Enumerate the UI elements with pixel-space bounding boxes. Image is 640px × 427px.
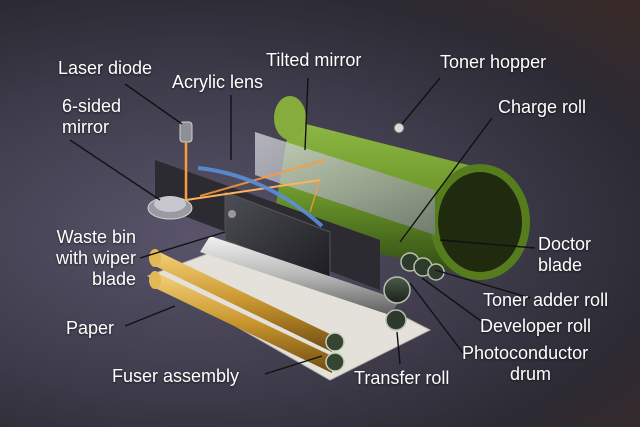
label-photoconductor-line2: drum — [462, 364, 588, 385]
label-six-sided-mirror: 6-sided mirror — [62, 96, 121, 138]
label-acrylic-lens: Acrylic lens — [172, 72, 263, 93]
label-doctor-blade-line2: blade — [538, 255, 591, 276]
label-paper: Paper — [66, 318, 114, 339]
label-doctor-blade: Doctor blade — [538, 234, 591, 276]
label-developer-roll: Developer roll — [480, 316, 591, 337]
label-doctor-blade-line1: Doctor — [538, 234, 591, 255]
label-waste-bin-line1: Waste bin — [16, 227, 136, 248]
label-charge-roll: Charge roll — [498, 97, 586, 118]
label-six-sided-mirror-line2: mirror — [62, 117, 121, 138]
label-photoconductor-drum: Photoconductor drum — [462, 343, 588, 385]
label-laser-diode: Laser diode — [58, 58, 152, 79]
label-photoconductor-line1: Photoconductor — [462, 343, 588, 364]
label-waste-bin-line3: blade — [16, 269, 136, 290]
label-waste-bin-line2: with wiper — [16, 248, 136, 269]
label-waste-bin: Waste bin with wiper blade — [16, 227, 136, 290]
label-six-sided-mirror-line1: 6-sided — [62, 96, 121, 117]
label-toner-hopper: Toner hopper — [440, 52, 546, 73]
label-tilted-mirror: Tilted mirror — [266, 50, 361, 71]
label-transfer-roll: Transfer roll — [354, 368, 449, 389]
label-fuser-assembly: Fuser assembly — [112, 366, 239, 387]
label-toner-adder-roll: Toner adder roll — [483, 290, 608, 311]
